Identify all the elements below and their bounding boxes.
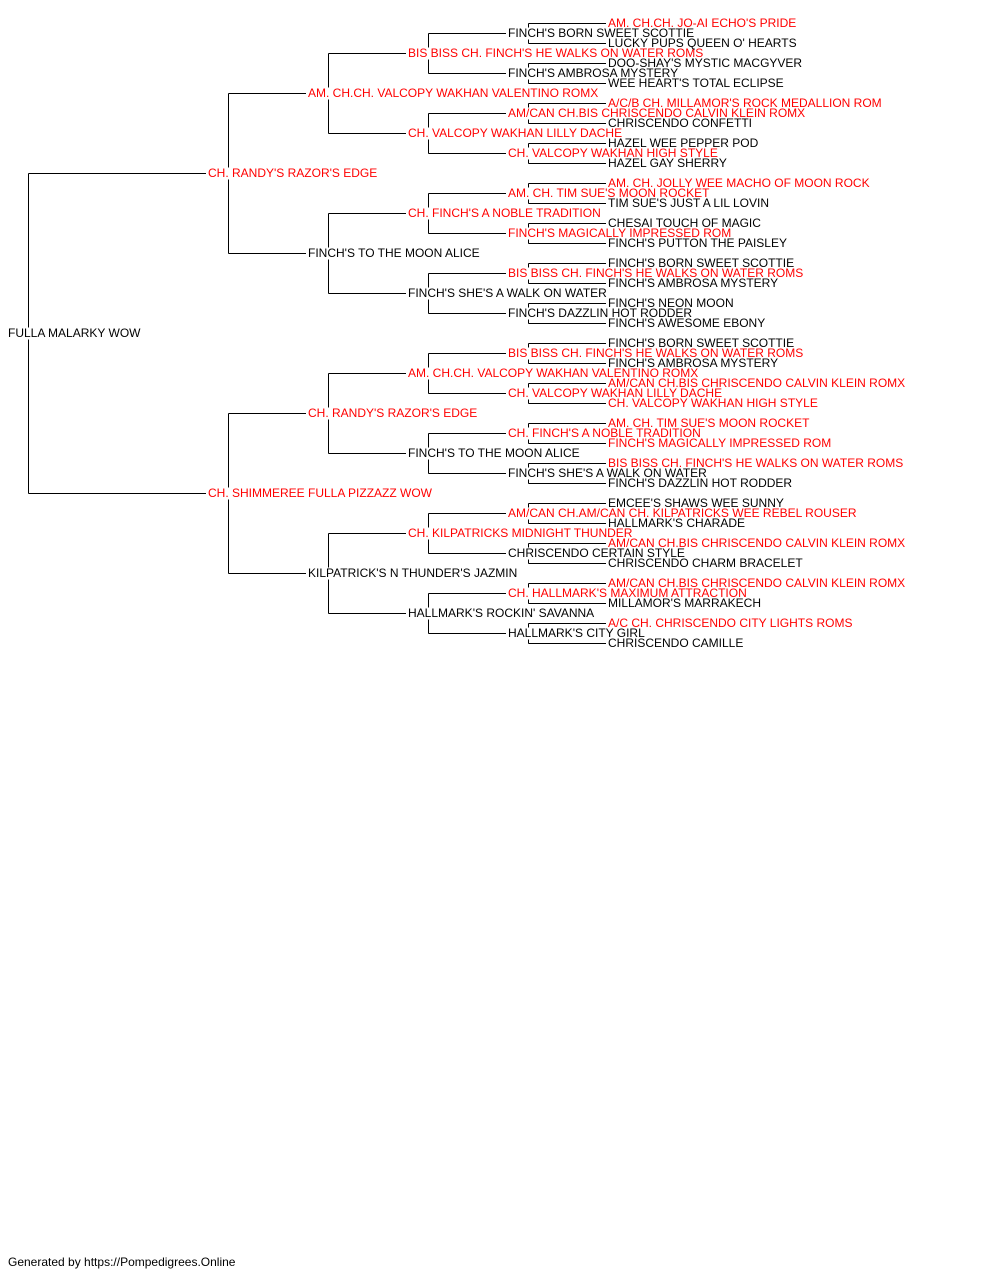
dog-name-sire: CHESAI TOUCH OF MAGIC <box>608 216 761 230</box>
dog-name-dam: CHRISCENDO CHARM BRACELET <box>608 556 803 570</box>
dog-name-dam: FINCH'S TO THE MOON ALICE <box>308 246 480 260</box>
dog-name-sire: BIS BISS CH. FINCH'S HE WALKS ON WATER R… <box>508 266 803 280</box>
dog-name-dam: CH. VALCOPY WAKHAN HIGH STYLE <box>608 396 818 410</box>
dog-name-dam: TIM SUE'S JUST A LIL LOVIN <box>608 196 769 210</box>
dog-name-sire: BIS BISS CH. FINCH'S HE WALKS ON WATER R… <box>608 456 903 470</box>
dog-name-sire: AM. CH.CH. VALCOPY WAKHAN VALENTINO ROMX <box>408 366 698 380</box>
dog-name-sire: AM. CH. TIM SUE'S MOON ROCKET <box>508 186 710 200</box>
dog-name-sire: EMCEE'S SHAWS WEE SUNNY <box>608 496 784 510</box>
dog-name-dam: HALLMARK'S ROCKIN' SAVANNA <box>408 606 594 620</box>
dog-name-dam: CHRISCENDO CAMILLE <box>608 636 743 650</box>
dog-name-dam: FINCH'S MAGICALLY IMPRESSED ROM <box>608 436 831 450</box>
dog-name-dam: CHRISCENDO CONFETTI <box>608 116 752 130</box>
dog-name-sire: FINCH'S BORN SWEET SCOTTIE <box>608 336 794 350</box>
dog-name-sire: AM/CAN CH.BIS CHRISCENDO CALVIN KLEIN RO… <box>608 576 905 590</box>
dog-name-sire: CH. RANDY'S RAZOR'S EDGE <box>208 166 377 180</box>
dog-name-sire: AM/CAN CH.BIS CHRISCENDO CALVIN KLEIN RO… <box>608 376 905 390</box>
dog-name-subject: FULLA MALARKY WOW <box>8 326 141 340</box>
dog-name-sire: AM. CH. JOLLY WEE MACHO OF MOON ROCK <box>608 176 870 190</box>
footer-credit: Generated by https://Pompedigrees.Online <box>8 1255 236 1269</box>
dog-name-dam: FINCH'S MAGICALLY IMPRESSED ROM <box>508 226 731 240</box>
dog-name-dam: FINCH'S DAZZLIN HOT RODDER <box>608 476 792 490</box>
dog-name-dam: HAZEL GAY SHERRY <box>608 156 727 170</box>
dog-name-sire: AM/CAN CH.BIS CHRISCENDO CALVIN KLEIN RO… <box>608 536 905 550</box>
dog-name-sire: A/C CH. CHRISCENDO CITY LIGHTS ROMS <box>608 616 852 630</box>
dog-name-sire: BIS BISS CH. FINCH'S HE WALKS ON WATER R… <box>508 346 803 360</box>
dog-name-sire: FINCH'S BORN SWEET SCOTTIE <box>508 26 694 40</box>
dog-name-sire: AM/CAN CH.AM/CAN CH. KILPATRICKS WEE REB… <box>508 506 857 520</box>
dog-name-sire: FINCH'S BORN SWEET SCOTTIE <box>608 256 794 270</box>
dog-name-sire: FINCH'S NEON MOON <box>608 296 734 310</box>
dog-name-sire: BIS BISS CH. FINCH'S HE WALKS ON WATER R… <box>408 46 703 60</box>
dog-name-dam: WEE HEART'S TOTAL ECLIPSE <box>608 76 784 90</box>
dog-name-sire: AM. CH. TIM SUE'S MOON ROCKET <box>608 416 810 430</box>
dog-name-dam: FINCH'S PUTTON THE PAISLEY <box>608 236 787 250</box>
dog-name-dam: FINCH'S AMBROSA MYSTERY <box>508 66 678 80</box>
dog-name-sire: AM. CH.CH. JO-AI ECHO'S PRIDE <box>608 16 796 30</box>
dog-name-dam: FINCH'S SHE'S A WALK ON WATER <box>508 466 707 480</box>
dog-name-dam: HALLMARK'S CITY GIRL <box>508 626 645 640</box>
dog-name-dam: FINCH'S DAZZLIN HOT RODDER <box>508 306 692 320</box>
dog-name-sire: A/C/B CH. MILLAMOR'S ROCK MEDALLION ROM <box>608 96 882 110</box>
dog-name-dam: LUCKY PUPS QUEEN O' HEARTS <box>608 36 797 50</box>
dog-name-sire: CH. FINCH'S A NOBLE TRADITION <box>408 206 601 220</box>
dog-name-dam: CHRISCENDO CERTAIN STYLE <box>508 546 685 560</box>
dog-name-dam: KILPATRICK'S N THUNDER'S JAZMIN <box>308 566 517 580</box>
dog-name-dam: FINCH'S AMBROSA MYSTERY <box>608 276 778 290</box>
dog-name-dam: CH. VALCOPY WAKHAN LILLY DACHE <box>408 126 622 140</box>
dog-name-sire: DOO-SHAY'S MYSTIC MACGYVER <box>608 56 802 70</box>
dog-name-dam: MILLAMOR'S MARRAKECH <box>608 596 761 610</box>
dog-name-dam: FINCH'S AWESOME EBONY <box>608 316 765 330</box>
dog-name-dam: HALLMARK'S CHARADE <box>608 516 745 530</box>
dog-name-sire: CH. HALLMARK'S MAXIMUM ATTRACTION <box>508 586 747 600</box>
dog-name-sire: AM/CAN CH.BIS CHRISCENDO CALVIN KLEIN RO… <box>508 106 805 120</box>
dog-name-dam: FINCH'S SHE'S A WALK ON WATER <box>408 286 607 300</box>
dog-name-sire: CH. KILPATRICKS MIDNIGHT THUNDER <box>408 526 633 540</box>
dog-name-dam: CH. SHIMMEREE FULLA PIZZAZZ WOW <box>208 486 433 500</box>
dog-name-sire: CH. RANDY'S RAZOR'S EDGE <box>308 406 477 420</box>
dog-name-dam: CH. VALCOPY WAKHAN HIGH STYLE <box>508 146 718 160</box>
dog-name-dam: FINCH'S TO THE MOON ALICE <box>408 446 580 460</box>
dog-name-dam: CH. VALCOPY WAKHAN LILLY DACHE <box>508 386 722 400</box>
dog-name-dam: FINCH'S AMBROSA MYSTERY <box>608 356 778 370</box>
dog-name-sire: HAZEL WEE PEPPER POD <box>608 136 759 150</box>
dog-name-sire: AM. CH.CH. VALCOPY WAKHAN VALENTINO ROMX <box>308 86 598 100</box>
dog-name-sire: CH. FINCH'S A NOBLE TRADITION <box>508 426 701 440</box>
